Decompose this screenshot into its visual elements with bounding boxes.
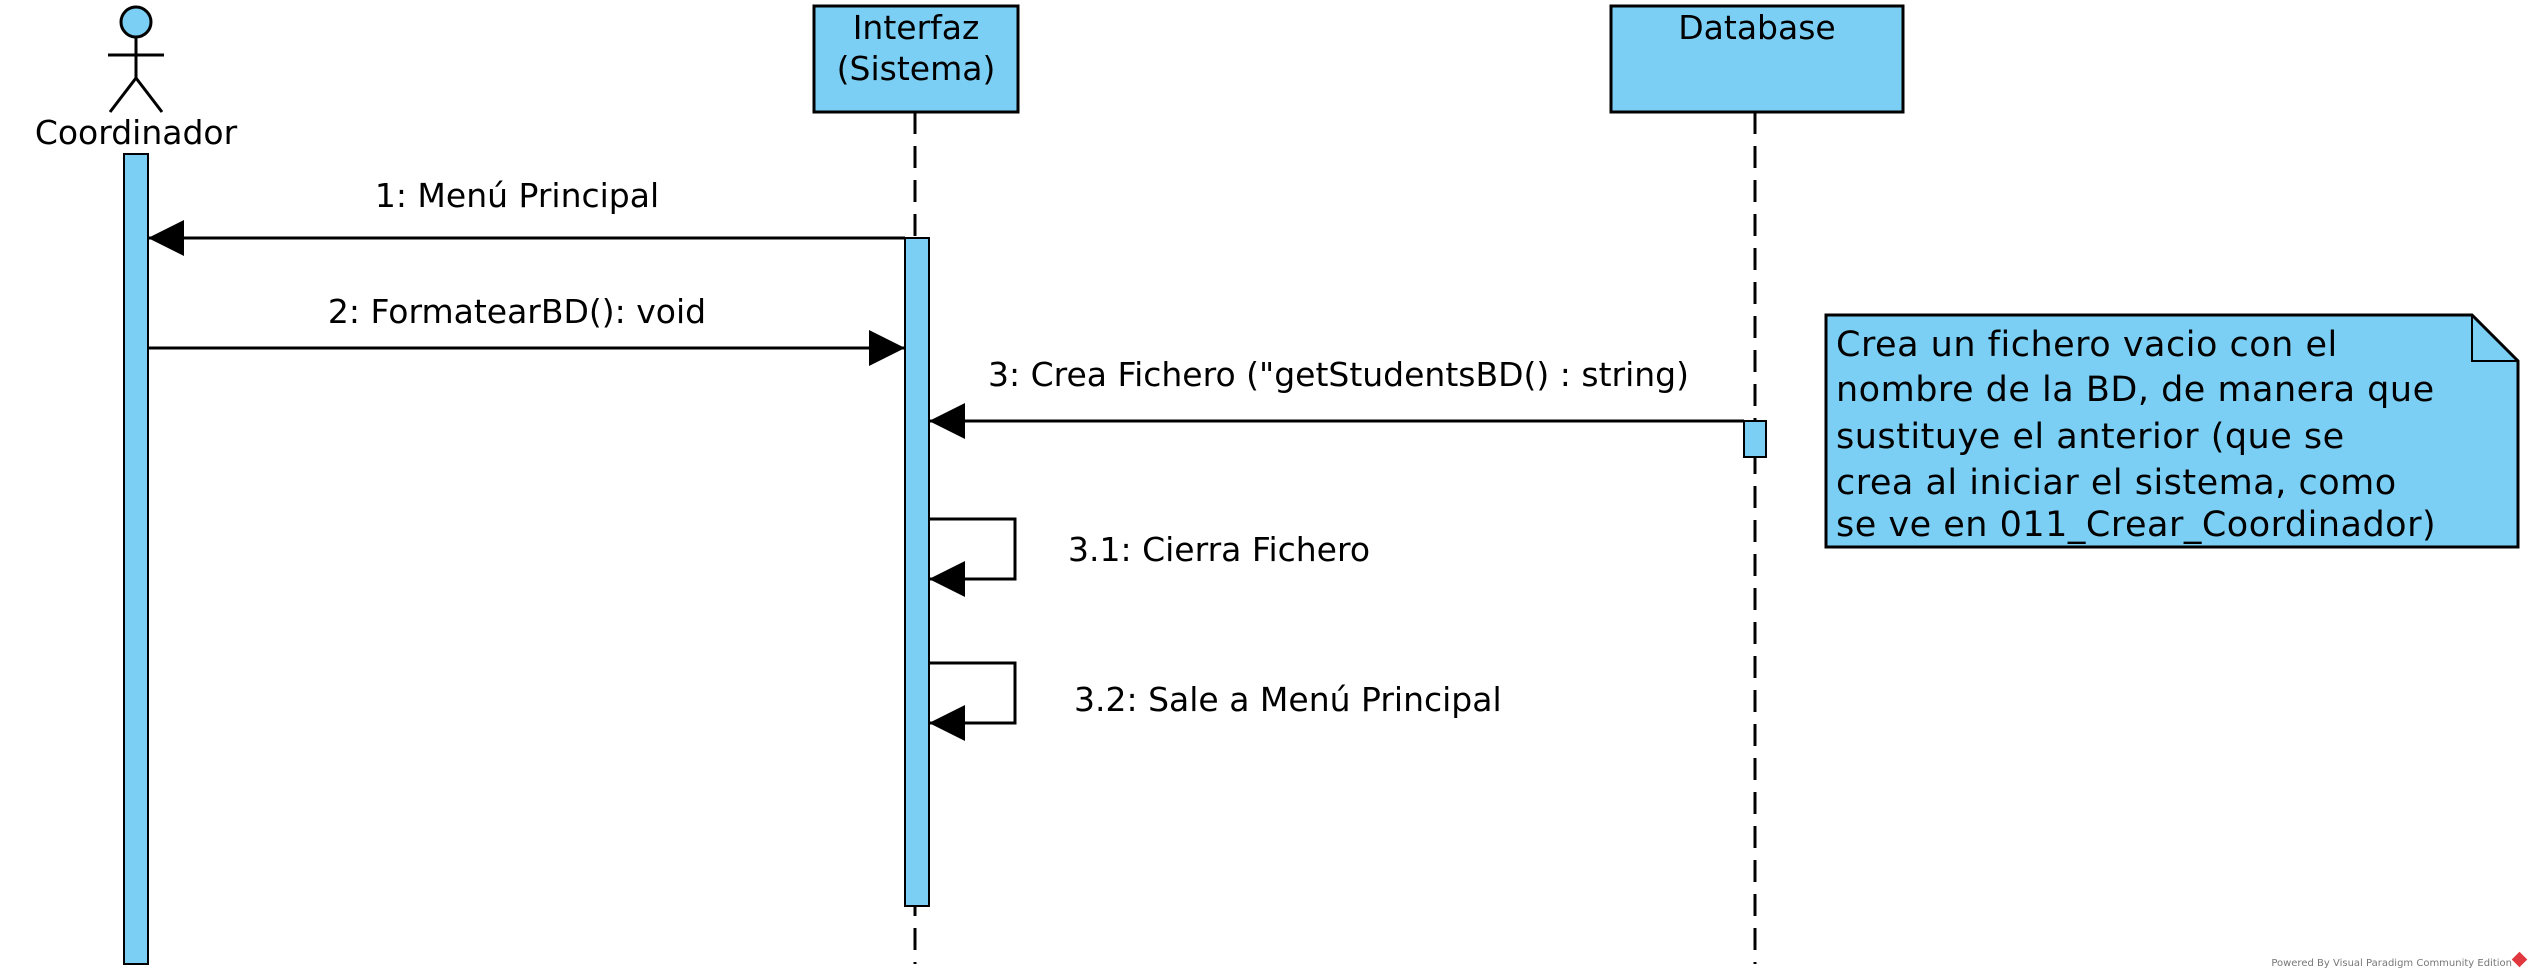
- note-line-4: crea al iniciar el sistema, como: [1836, 463, 2397, 503]
- message-3-1[interactable]: 3.1: Cierra Fichero: [929, 517, 1370, 597]
- note-line-1: Crea un fichero vacio con el: [1836, 325, 2338, 365]
- message-3-2[interactable]: 3.2: Sale a Menú Principal: [929, 661, 1502, 741]
- database-activation-bar: [1743, 420, 1767, 458]
- message-3-2-arrow: [929, 661, 1017, 741]
- message-3-2-label: 3.2: Sale a Menú Principal: [1074, 680, 1502, 719]
- interfaz-activation-bar: [904, 237, 930, 907]
- actor-activation-bar: [123, 153, 149, 965]
- note-line-2: nombre de la BD, de manera que: [1836, 370, 2435, 410]
- actor-head: [119, 5, 153, 39]
- actor-right-leg: [134, 77, 164, 113]
- lifeline-database[interactable]: Database: [1609, 4, 1905, 114]
- note[interactable]: Crea un fichero vacio con el nombre de l…: [1824, 313, 2520, 549]
- message-3-1-arrow: [929, 517, 1017, 597]
- note-folded-corner: [2471, 315, 2518, 362]
- actor-left-leg: [108, 77, 138, 113]
- actor-name: Coordinador: [35, 113, 238, 152]
- footer: Powered By Visual Paradigm Community Edi…: [2271, 951, 2528, 969]
- lifeline-interfaz-label-line1: Interfaz: [853, 8, 980, 47]
- lifeline-database-box: [1609, 4, 1905, 114]
- note-shape: [1824, 313, 2520, 549]
- message-3-label: 3: Crea Fichero ("getStudentsBD() : stri…: [988, 355, 1689, 394]
- lifeline-interfaz[interactable]: Interfaz (Sistema): [812, 4, 1020, 114]
- message-1-label: 1: Menú Principal: [375, 176, 659, 215]
- lifeline-database-label: Database: [1678, 8, 1835, 47]
- message-1[interactable]: 1: Menú Principal: [148, 176, 905, 256]
- visual-paradigm-logo-icon: [2511, 951, 2528, 968]
- note-line-5: se ve en 011_Crear_Coordinador): [1836, 505, 2436, 545]
- lifeline-interfaz-label-line2: (Sistema): [837, 49, 996, 88]
- message-3-1-label: 3.1: Cierra Fichero: [1068, 530, 1370, 569]
- note-line-3: sustituye el anterior (que se: [1836, 417, 2345, 457]
- actor-coordinador[interactable]: Coordinador: [35, 5, 238, 152]
- message-2[interactable]: 2: FormatearBD(): void: [148, 292, 905, 366]
- message-2-label: 2: FormatearBD(): void: [328, 292, 706, 331]
- footer-text: Powered By Visual Paradigm Community Edi…: [2271, 958, 2512, 969]
- lifeline-interfaz-box: [812, 4, 1020, 114]
- message-3[interactable]: 3: Crea Fichero ("getStudentsBD() : stri…: [929, 355, 1744, 439]
